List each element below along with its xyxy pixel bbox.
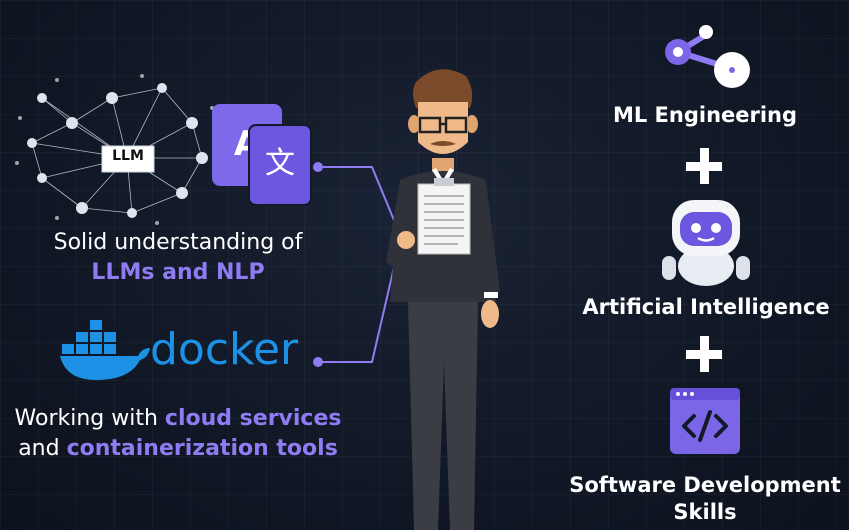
software-development-label: Software Development Skills: [560, 472, 849, 526]
docker-whale-icon: [60, 320, 150, 380]
llm-caption-line2: LLMs and NLP: [91, 260, 265, 285]
containerization-highlight: containerization tools: [66, 436, 338, 461]
ml-nodes-icon: [665, 25, 750, 88]
cloud-caption-prefix: Working with: [14, 406, 165, 431]
cloud-services-highlight: cloud services: [164, 406, 342, 431]
artificial-intelligence-label: Artificial Intelligence: [582, 295, 830, 319]
software-development-line2: Skills: [673, 500, 737, 524]
llm-network-icon: [15, 74, 219, 225]
code-window-icon: [670, 388, 740, 454]
kanji-glyph: 文: [265, 146, 295, 181]
docker-wordmark: docker: [150, 324, 299, 375]
ml-engineering-label: ML Engineering: [612, 103, 798, 127]
plus-icon: [686, 336, 722, 372]
llm-nlp-caption: Solid understanding of LLMs and NLP: [20, 228, 336, 288]
plus-icon: [686, 148, 722, 184]
cloud-caption: Working with cloud services and containe…: [0, 404, 356, 464]
llm-caption-line1: Solid understanding of: [53, 230, 303, 255]
llm-badge: LLM: [112, 148, 144, 164]
businessman-figure: [386, 69, 500, 530]
container-caption-prefix: and: [18, 436, 67, 461]
software-development-line1: Software Development: [569, 473, 841, 497]
robot-icon: [662, 200, 750, 286]
